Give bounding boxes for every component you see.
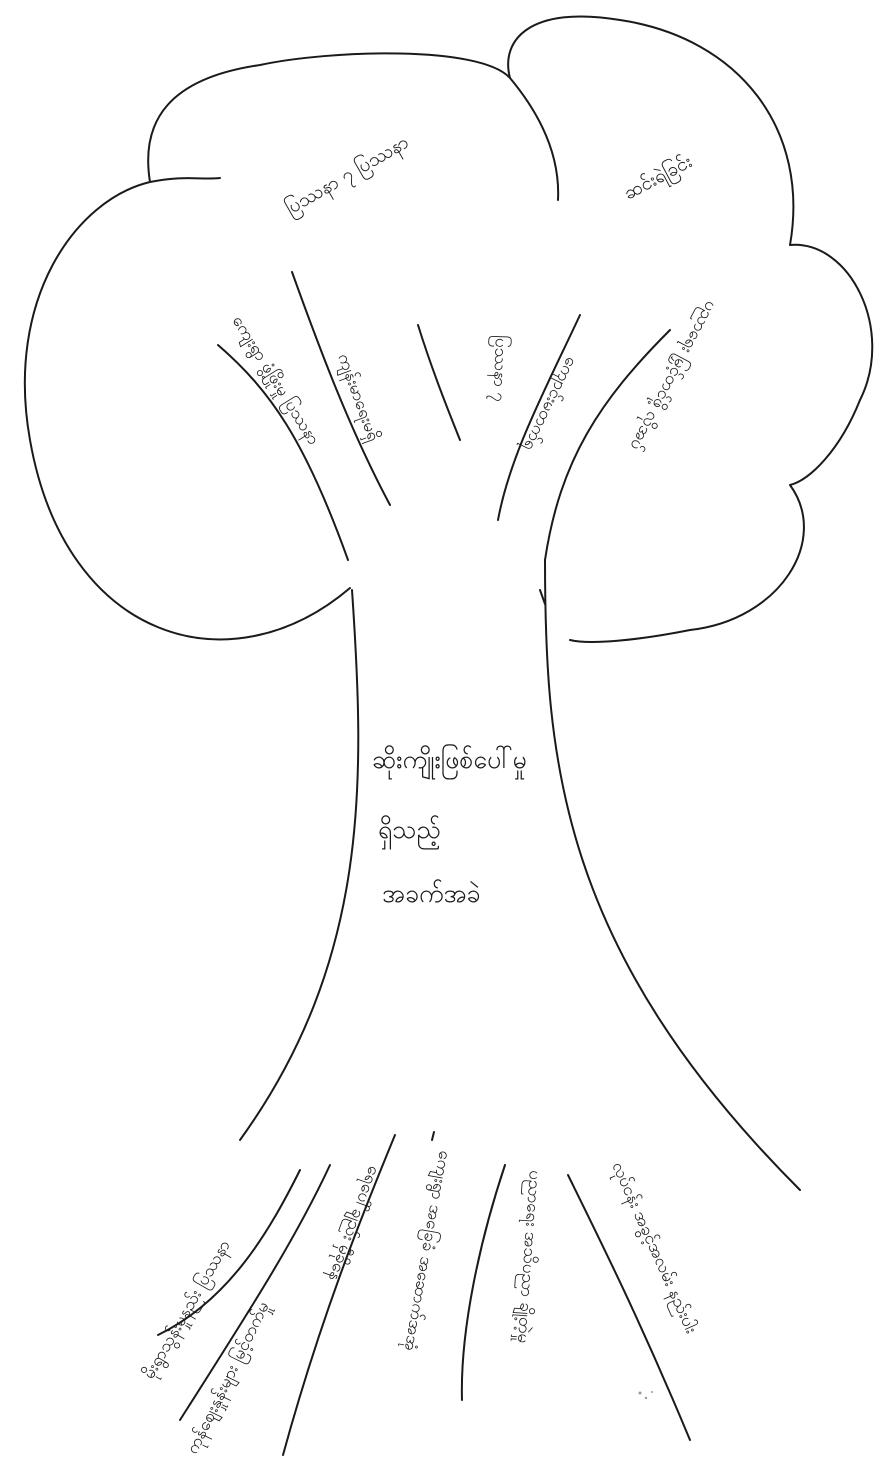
ink-tick-mark [432, 1132, 434, 1140]
trunk-text-line-3: အခက်အခဲ [382, 879, 481, 908]
root-label-5: ပညာရေး အသိပညာ ချို့တဲ့မှု [510, 1169, 545, 1344]
root-label-3: ရေပေါ်ချည်း မှီခိုနေ [321, 1162, 385, 1284]
tree-crown-outline [25, 16, 872, 642]
crown-text-left: ပြဿနာ ၇ ပြဿနာ [281, 129, 415, 222]
branch-label-5: ပညာရေး မြှင့်တင်ဖို့ လိုအပ် [623, 296, 723, 454]
branch-label-4: ကျောင်းမတက်ရ [516, 352, 582, 455]
branch-line-3 [418, 325, 460, 440]
trunk-right-side [545, 560, 800, 1190]
ink-speck [645, 1397, 647, 1399]
root-label-1: မိုးရွာသွန်းမှုနည်း ပြဿနာ [137, 1236, 237, 1384]
branch-label-3: ပြဿနာ ၇ [486, 335, 513, 403]
crown-left-lobe [150, 178, 220, 182]
root-line-4 [462, 1165, 505, 1400]
root-label-6: လုပ်ငန်း အခွင့်အလမ်း နည်းပါး [605, 1158, 702, 1337]
ink-speck [639, 1392, 642, 1395]
branch-label-2: ကျန်းမာရေးမရှိ [330, 351, 383, 445]
root-label-2: ကုန်ဈေးနှုန်းများ မြင့်တက်မှု [181, 1298, 277, 1459]
trunk-left-side [240, 590, 358, 1140]
branch-line-2 [292, 272, 390, 505]
branch-label-1: ကျေးရွာ ဖွံ့ဖြိုးမှု ပြဿနာ [225, 311, 325, 450]
trunk-text-line-1: ဆိုးကျိုးဖြစ်ပေါ်မှု [372, 744, 527, 780]
root-label-4: ကျေးရွာ အခြေခံ အဆောက်အအုံ [397, 1149, 457, 1353]
crown-lobe-divider [510, 78, 558, 200]
crown-text-right: ဆင်းရဲခြင်း [619, 149, 697, 208]
ink-speck [651, 1391, 653, 1393]
trunk-text-line-2: ရှိသည့် [378, 815, 441, 850]
